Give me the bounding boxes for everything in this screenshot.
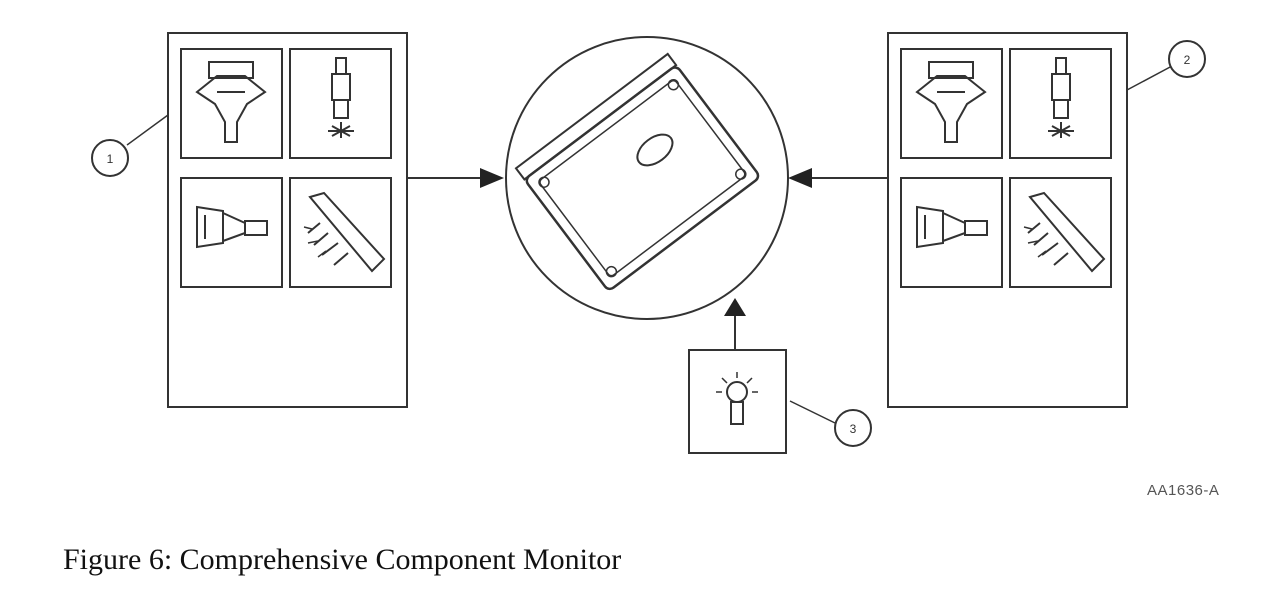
- figure-part-id: AA1636-A: [1147, 482, 1220, 499]
- callout-3-label: 3: [850, 422, 857, 436]
- malfunction-indicator-lamp-icon: [688, 349, 787, 454]
- callout-3: 3: [789, 400, 872, 447]
- connector-lines: [407, 168, 888, 350]
- mass-air-flow-sensor-icon: [180, 48, 283, 159]
- figure-caption: Figure 6: Comprehensive Component Monito…: [63, 543, 622, 576]
- callout-2: 2: [1126, 40, 1206, 91]
- arrow-right-icon: [480, 168, 504, 188]
- spark-plug-icon: [1009, 48, 1112, 159]
- output-panel: [887, 32, 1128, 408]
- callout-1-label: 1: [107, 152, 114, 166]
- spark-plug-icon: [289, 48, 392, 159]
- powertrain-control-module-icon: [505, 36, 789, 320]
- component-monitor-diagram: 1 2 3: [91, 32, 1206, 454]
- input-panel: [167, 32, 408, 408]
- arrow-left-icon: [788, 168, 812, 188]
- mass-air-flow-sensor-icon: [900, 48, 1003, 159]
- callout-1: 1: [91, 114, 169, 177]
- arrow-up-icon: [724, 298, 746, 316]
- callout-2-label: 2: [1184, 53, 1191, 67]
